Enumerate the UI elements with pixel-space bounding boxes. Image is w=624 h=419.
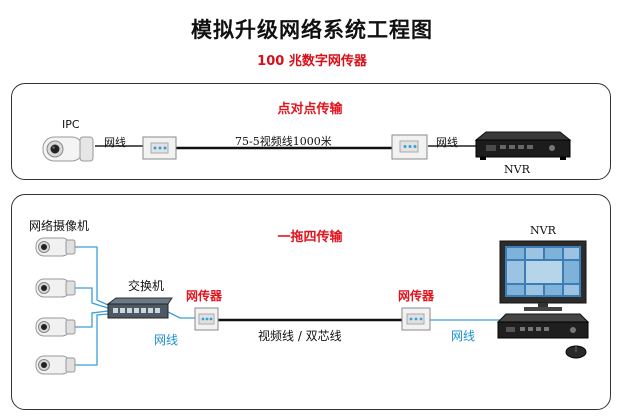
one-to-four-net-right-label: 网线 — [451, 329, 476, 343]
p2p-nvr-icon — [474, 131, 572, 160]
p2p-net-right-label: 网线 — [436, 136, 458, 149]
p2p-nvr-label: NVR — [504, 163, 530, 176]
p2p-net-left-label: 网线 — [104, 136, 126, 149]
p2p-heading: 点对点传输 — [277, 102, 343, 117]
one-to-four-heading: 一拖四传输 — [277, 230, 343, 245]
network-camera-4-icon — [35, 355, 76, 375]
transmitter-right-label: 网传器 — [398, 289, 435, 303]
mouse-icon — [565, 345, 587, 359]
nvr-recorder-icon — [496, 313, 590, 339]
transmitter-left-label: 网传器 — [186, 289, 223, 303]
network-switch-icon — [106, 297, 173, 319]
one-to-four-cable-label: 视频线 / 双芯线 — [258, 329, 342, 343]
transmitter-left-icon — [194, 307, 219, 331]
ipc-camera-icon — [42, 136, 94, 162]
one-to-four-net-left-label: 网线 — [154, 333, 179, 347]
one-to-four-nvr-label: NVR — [530, 224, 556, 237]
cameras-label: 网络摄像机 — [29, 219, 90, 233]
p2p-transmitter-right-icon — [391, 134, 428, 160]
ipc-label: IPC — [62, 118, 80, 131]
switch-label: 交换机 — [128, 279, 165, 293]
page-title: 模拟升级网络系统工程图 — [191, 18, 433, 42]
network-camera-2-icon — [35, 278, 76, 298]
monitor-icon — [499, 240, 587, 311]
page-subtitle: 100 兆数字网传器 — [257, 54, 367, 69]
switch-net-cable — [167, 311, 195, 319]
camera-cables — [73, 246, 109, 366]
network-camera-1-icon — [35, 237, 76, 257]
network-camera-3-icon — [35, 317, 76, 337]
transmitter-right-icon — [401, 307, 431, 331]
p2p-transmitter-left-icon — [142, 136, 177, 160]
p2p-cable-label: 75-5视频线1000米 — [235, 135, 332, 148]
